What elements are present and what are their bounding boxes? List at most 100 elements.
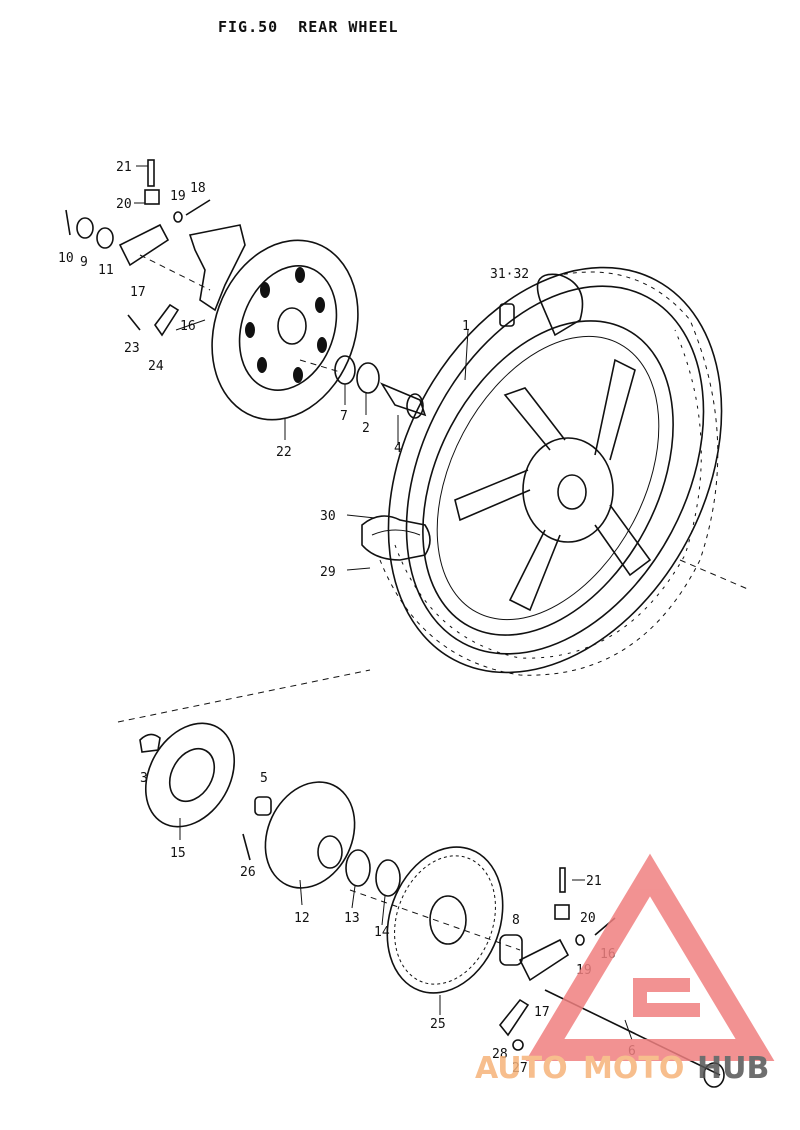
spacer-4 — [380, 382, 427, 417]
disc-center — [277, 307, 307, 345]
callout-27: 27 — [512, 1061, 528, 1076]
watermark-triangle-icon — [525, 853, 775, 1061]
tire-outer — [387, 266, 723, 674]
spacer-5 — [254, 796, 272, 816]
callout-20b: 20 — [580, 911, 596, 926]
callout-13: 13 — [344, 911, 360, 926]
nut-27 — [512, 1039, 524, 1051]
sprocket-center — [429, 895, 467, 945]
callout-31-32: 31·32 — [490, 267, 529, 282]
left-adjuster-parts — [65, 159, 246, 337]
watermark-logo: AUTO MOTO HUB — [475, 853, 775, 1086]
callout-labels: 21 20 19 18 10 9 11 17 16 23 24 22 7 2 4… — [58, 160, 636, 1076]
washer-19 — [173, 211, 183, 223]
damper-15 — [144, 722, 236, 828]
callout-17b: 17 — [534, 1005, 550, 1020]
figure-title: FIG.50 REAR WHEEL — [218, 18, 399, 36]
bolt-23 — [127, 314, 141, 331]
callout-5: 5 — [260, 771, 268, 786]
callout-10: 10 — [58, 251, 74, 266]
spoke-4 — [508, 529, 561, 612]
rim-inner — [436, 335, 660, 621]
callout-7: 7 — [340, 409, 348, 424]
watermark-text-moto: MOTO — [583, 1051, 684, 1086]
callout-21b: 21 — [586, 874, 602, 889]
rear-wheel-assembly — [361, 266, 723, 676]
callout-14: 14 — [374, 925, 390, 940]
watermark-text-auto: AUTO — [475, 1051, 568, 1086]
leader-lines — [134, 165, 633, 1041]
washer-11 — [96, 227, 114, 249]
spoke-1 — [503, 387, 566, 451]
washer-19b — [575, 934, 585, 946]
chain-adjuster-17 — [118, 223, 170, 267]
hub-bore — [557, 474, 587, 510]
nut-20b — [554, 904, 570, 920]
bearing-stack — [334, 355, 427, 419]
tube-section — [361, 515, 431, 561]
sprocket-outer — [386, 846, 504, 994]
callout-30: 30 — [320, 509, 336, 524]
alignment-lines — [117, 254, 751, 951]
callout-3: 3 — [140, 771, 148, 786]
sprocket-drum-parts — [242, 781, 401, 897]
spacer-8 — [499, 934, 523, 966]
sprocket-teeth — [394, 855, 496, 985]
tire-tread — [379, 271, 719, 676]
wheel-hub — [522, 437, 614, 543]
spacer-4-end — [406, 393, 424, 419]
disc-outer — [211, 239, 359, 421]
callout-2: 2 — [362, 421, 370, 436]
bolt-18 — [185, 199, 211, 216]
watermark-text-hub: HUB — [697, 1051, 769, 1086]
callout-16a: 16 — [180, 319, 196, 334]
tire-valve-cap-area — [536, 273, 584, 337]
callout-26: 26 — [240, 865, 256, 880]
callout-19a: 19 — [170, 189, 186, 204]
callout-9: 9 — [80, 255, 88, 270]
callout-23: 23 — [124, 341, 140, 356]
drum-hub — [317, 835, 343, 869]
callout-29: 29 — [320, 565, 336, 580]
rear-sprocket — [386, 846, 504, 994]
watermark-g-icon — [633, 978, 700, 1017]
bolt-21 — [147, 159, 155, 187]
callout-28: 28 — [492, 1047, 508, 1062]
clip-28 — [498, 998, 530, 1037]
tube-flap — [371, 529, 421, 536]
callout-20a: 20 — [116, 197, 132, 212]
bolt-21b — [559, 867, 566, 893]
callout-8: 8 — [512, 913, 520, 928]
brake-disc — [211, 239, 359, 421]
drum-12 — [264, 781, 356, 889]
callout-25: 25 — [430, 1017, 446, 1032]
nut-9 — [76, 217, 94, 239]
nut-20 — [144, 189, 160, 205]
disc-inner — [238, 265, 338, 391]
spoke-3 — [594, 504, 652, 577]
bearing-2 — [356, 362, 380, 394]
callout-18a: 18 — [190, 181, 206, 196]
axle-nut — [703, 1062, 725, 1088]
callout-17a: 17 — [130, 285, 146, 300]
clip-24 — [154, 303, 180, 337]
caliper-bracket-16 — [188, 224, 246, 312]
retainer-3 — [139, 733, 161, 753]
callout-21a: 21 — [116, 160, 132, 175]
seal-7 — [334, 355, 356, 385]
damper-15-inner — [168, 747, 216, 803]
chain-adjuster-17b — [518, 938, 570, 982]
spoke-2 — [594, 358, 636, 461]
callout-12: 12 — [294, 911, 310, 926]
cotter-pin-10 — [65, 209, 71, 236]
damper-parts — [139, 722, 236, 828]
callout-1: 1 — [462, 319, 470, 334]
callout-4: 4 — [394, 441, 402, 456]
callout-22: 22 — [276, 445, 292, 460]
spoke-5 — [454, 469, 531, 522]
bearing-13 — [345, 849, 371, 887]
callout-24: 24 — [148, 359, 164, 374]
callout-11: 11 — [98, 263, 114, 278]
tire-inner — [405, 285, 705, 655]
valve-stem — [499, 303, 515, 327]
